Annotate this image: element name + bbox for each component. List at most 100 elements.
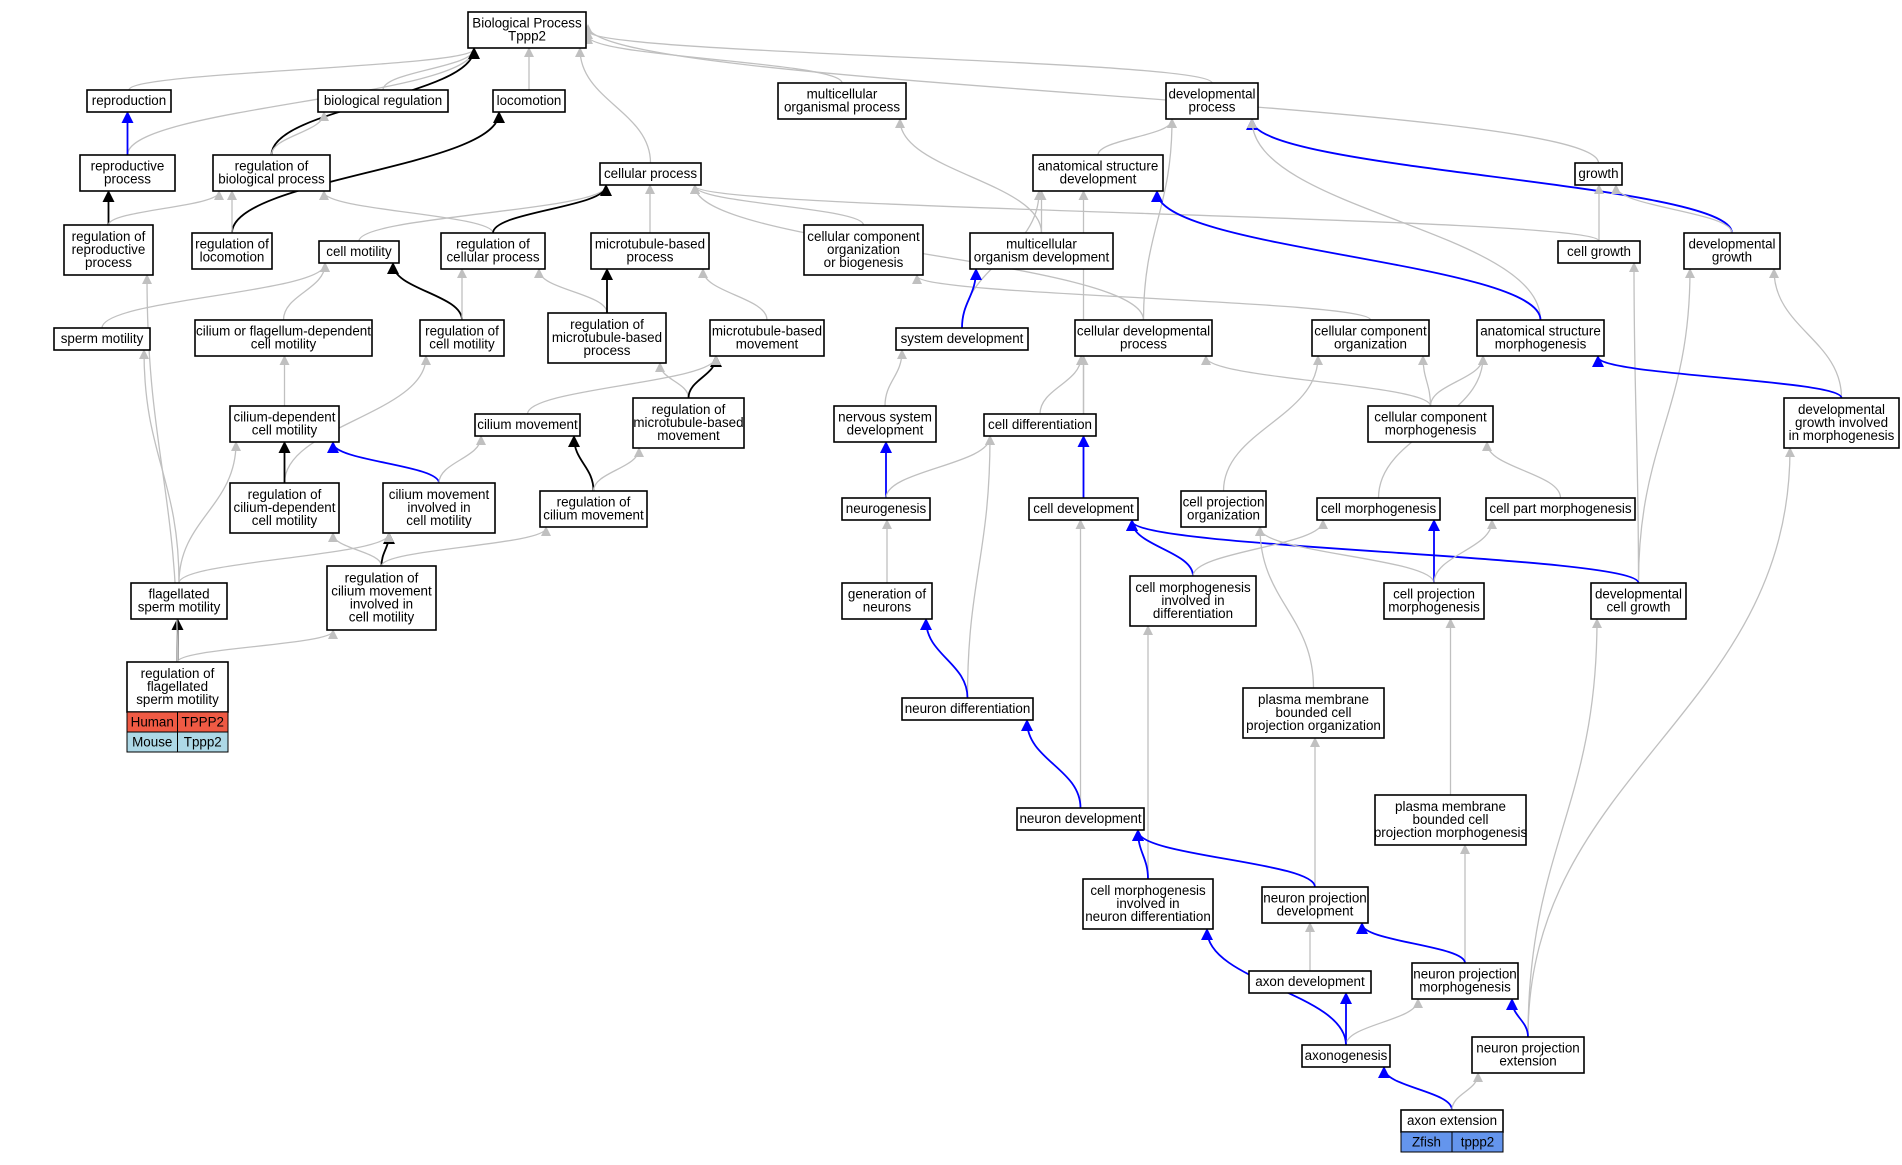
go-term-label: neuron projection: [1476, 1041, 1579, 1056]
go-term-label: projection organization: [1246, 718, 1381, 733]
go-term-cellmot[interactable]: cell motility: [318, 240, 400, 264]
go-term-locomotion[interactable]: locomotion: [492, 89, 566, 113]
go-term-axondev[interactable]: axon development: [1248, 970, 1372, 994]
go-term-axonogenesis[interactable]: axonogenesis: [1301, 1044, 1391, 1068]
go-term-label: regulation of: [557, 495, 631, 510]
go-term-box: [841, 582, 933, 620]
go-term-cilmov[interactable]: cilium movement: [474, 413, 581, 437]
go-term-growth[interactable]: growth: [1574, 162, 1623, 186]
go-term-spermmot[interactable]: sperm motility: [53, 327, 151, 351]
go-term-label: cell morphogenesis: [1135, 580, 1251, 595]
go-term-cpartm[interactable]: cell part morphogenesis: [1485, 497, 1636, 521]
go-term-box: [1683, 232, 1781, 270]
go-term-label: biological regulation: [324, 93, 442, 108]
go-term-label: microtubule-based: [712, 324, 822, 339]
go-term-bioreg[interactable]: biological regulation: [317, 89, 449, 113]
go-term-label: regulation of: [570, 317, 644, 332]
go-term-neurogenesis[interactable]: neurogenesis: [841, 497, 931, 521]
go-term-reproduction[interactable]: reproduction: [86, 89, 172, 113]
go-term-sysdev[interactable]: system development: [895, 327, 1029, 351]
edge-cco-to-ccob: [912, 274, 1372, 321]
go-term-box: [1367, 405, 1494, 443]
go-term-box: [969, 232, 1114, 270]
go-term-neurdiff[interactable]: neuron differentiation: [901, 697, 1034, 721]
go-term-cellmorph[interactable]: cell morphogenesis: [1316, 497, 1441, 521]
go-term-label: cell motility: [251, 337, 317, 352]
go-term-neurdev[interactable]: neuron development: [1016, 807, 1145, 831]
gene-label: Tppp2: [184, 735, 222, 750]
go-term-box: [467, 11, 587, 49]
go-term-celldev[interactable]: cell development: [1028, 497, 1139, 521]
go-term-label: neuron projection: [1263, 891, 1366, 906]
go-term-box: [440, 232, 546, 270]
go-term-box: [1016, 807, 1145, 831]
edge-cpm-to-cpartm: [1433, 519, 1497, 584]
go-term-label: cell motility: [429, 337, 495, 352]
go-term-celldiff[interactable]: cell differentiation: [983, 413, 1097, 437]
species-label: Mouse: [132, 735, 172, 750]
go-term-label: development: [1277, 904, 1354, 919]
go-term-box: [1316, 497, 1441, 521]
go-term-box: [1028, 497, 1139, 521]
go-term-cellproc[interactable]: cellular process: [599, 162, 702, 186]
go-term-label: cell growth: [1567, 244, 1631, 259]
edge-regcell-to-regbio: [319, 190, 494, 234]
go-term-label: process: [104, 172, 151, 187]
go-term-label: regulation of: [456, 237, 530, 252]
go-term-label: regulation of: [195, 237, 269, 252]
go-term-cellgrowth[interactable]: cell growth: [1557, 240, 1641, 264]
go-term-label: organism development: [974, 250, 1110, 265]
go-term-box: [901, 697, 1034, 721]
go-term-box: [709, 319, 825, 357]
go-term-label: neuron differentiation: [905, 701, 1031, 716]
go-term-box: [1557, 240, 1641, 264]
go-term-label: Biological Process: [472, 16, 582, 31]
edge-celldevproc-to-devproc: [1142, 118, 1177, 321]
go-term-label: system development: [901, 331, 1024, 346]
go-term-label: regulation of: [345, 571, 419, 586]
